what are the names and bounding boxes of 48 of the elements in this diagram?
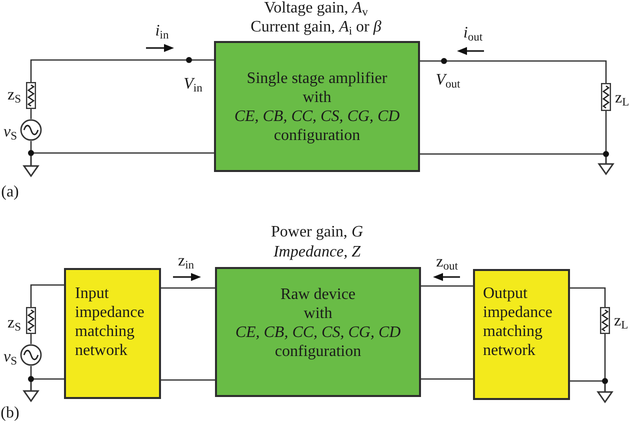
wire bbox=[30, 141, 214, 154]
impedance-label: z$_{out}$ bbox=[436, 252, 458, 272]
ac-source-symbol bbox=[20, 119, 42, 141]
resistor-symbol bbox=[601, 83, 611, 111]
box-text: CE, CB, CC, CS, CG, CD configuration bbox=[233, 107, 401, 145]
block-box bbox=[64, 268, 161, 399]
wire bbox=[30, 284, 64, 307]
component-label: z$_{L}$ bbox=[615, 88, 630, 108]
wire bbox=[161, 379, 215, 381]
voltage-label: V$_{in}$ bbox=[184, 74, 202, 94]
wire bbox=[570, 334, 606, 382]
wire bbox=[30, 334, 32, 344]
current-label: i$_{in}$ bbox=[155, 22, 169, 40]
resistor-symbol bbox=[26, 307, 36, 334]
wire bbox=[421, 378, 473, 380]
box-text: Input impedance matching network bbox=[75, 284, 146, 360]
wire bbox=[161, 287, 215, 289]
annotation-text: Current gain, A$_{i}$ or β bbox=[250, 18, 382, 36]
annotation-text: Impedance, Z bbox=[273, 242, 361, 262]
wire bbox=[30, 59, 214, 82]
wire bbox=[420, 111, 607, 155]
wire bbox=[420, 60, 607, 83]
box-text: Raw device with bbox=[279, 285, 357, 323]
resistor-symbol bbox=[600, 307, 610, 334]
ac-source-symbol bbox=[20, 344, 42, 366]
wire bbox=[570, 287, 606, 307]
component-label: z$_{L}$ bbox=[614, 312, 628, 330]
component-label: v$_{S}$ bbox=[3, 348, 17, 366]
component-label: z$_{S}$ bbox=[7, 314, 21, 332]
wire bbox=[421, 285, 473, 287]
component-label: z$_{S}$ bbox=[7, 86, 21, 104]
panel-label: (b) bbox=[0, 404, 20, 422]
block-box bbox=[214, 41, 420, 172]
voltage-label: V$_{out}$ bbox=[436, 70, 460, 90]
box-text: Output impedance matching network bbox=[483, 284, 554, 360]
annotation-text: Power gain, G bbox=[271, 222, 363, 242]
block-box bbox=[473, 269, 570, 400]
resistor-symbol bbox=[26, 82, 36, 109]
wire bbox=[30, 366, 64, 380]
block-box bbox=[215, 267, 421, 397]
annotation-text: Voltage gain, A$_{v}$ bbox=[264, 0, 368, 18]
current-label: i$_{out}$ bbox=[463, 24, 483, 42]
box-text: CE, CB, CC, CS, CG, CD configuration bbox=[234, 323, 402, 361]
component-label: v$_{S}$ bbox=[3, 122, 17, 142]
impedance-label: z$_{in}$ bbox=[178, 252, 194, 270]
wire bbox=[30, 109, 32, 119]
panel-label: (a) bbox=[1, 182, 19, 202]
box-text: Single stage amplifier with bbox=[246, 69, 388, 107]
